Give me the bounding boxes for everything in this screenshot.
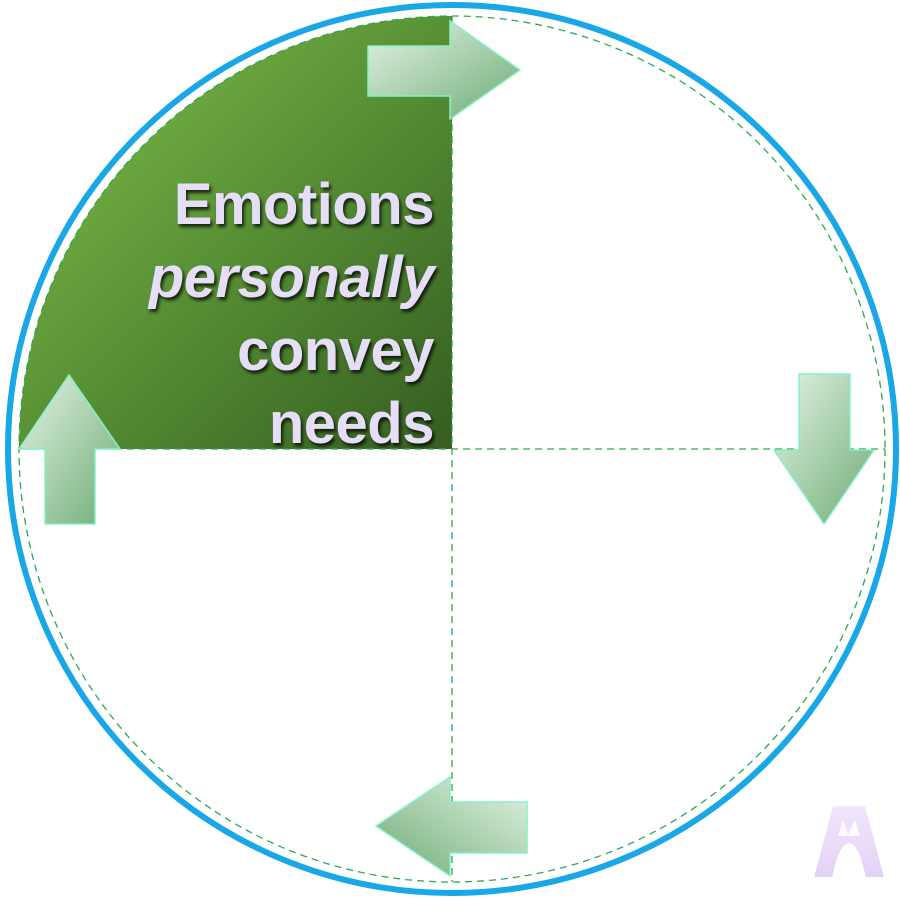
quadrant-top-left xyxy=(19,16,452,449)
label-line-1: Emotions xyxy=(173,172,435,237)
arrow-up-icon xyxy=(17,373,122,525)
a-logo-icon xyxy=(814,806,884,877)
arrow-left-icon xyxy=(374,775,528,878)
arrow-down-icon xyxy=(772,373,876,526)
quadrant-top-left-label: Emotions personally convey needs xyxy=(74,168,435,460)
label-line-4: needs xyxy=(268,391,435,456)
label-line-3: convey xyxy=(237,318,434,383)
label-line-2: personally xyxy=(148,245,435,310)
arrow-right-icon xyxy=(367,19,522,121)
outer-ring xyxy=(5,2,899,896)
